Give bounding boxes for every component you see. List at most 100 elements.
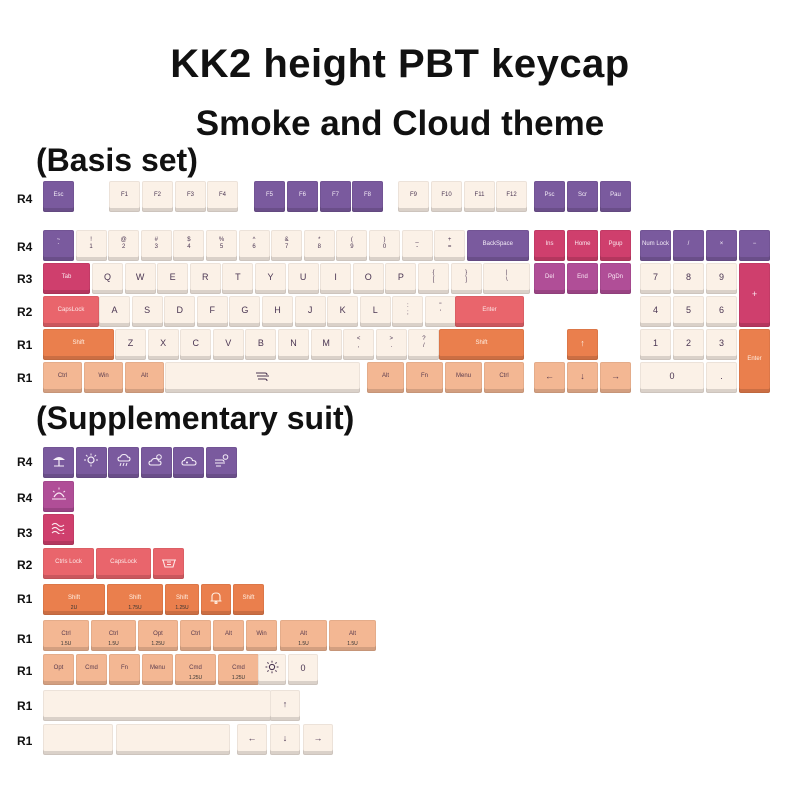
key-num-6[interactable]: ^6 (238, 230, 270, 261)
key-home-8[interactable]: K (327, 296, 359, 327)
key-mod-win-5[interactable]: Win (246, 620, 277, 651)
key-bottom-4[interactable]: V (212, 329, 244, 360)
key-mac-fn-2[interactable]: Fn (109, 654, 140, 685)
key-sup-arrow-left[interactable]: ← (237, 724, 267, 755)
key-ins[interactable]: Ins (534, 230, 565, 261)
key-right-alt[interactable]: Alt (367, 362, 404, 393)
key-left-alt[interactable]: Alt (125, 362, 164, 393)
key-np-plus[interactable]: + (739, 263, 770, 327)
key-num-10[interactable]: )0 (369, 230, 400, 261)
key-np-2[interactable]: 2 (673, 329, 704, 360)
key-fn[interactable]: Fn (406, 362, 443, 393)
key-top-12[interactable]: }] (450, 263, 482, 294)
key-num-3[interactable]: #3 (140, 230, 172, 261)
key-top-7[interactable]: U (287, 263, 319, 294)
key-np-6[interactable]: 6 (706, 296, 737, 327)
key-num-4[interactable]: $4 (173, 230, 205, 261)
key-np-divide[interactable]: / (673, 230, 704, 261)
key-bottom-10[interactable]: ?/ (408, 329, 440, 360)
key-shift-1u[interactable]: Shift (233, 584, 264, 615)
key-home-6[interactable]: H (262, 296, 293, 327)
key-num-5[interactable]: %5 (206, 230, 237, 261)
key-top-8[interactable]: I (320, 263, 352, 294)
key-basket[interactable] (153, 548, 184, 579)
key-np-5[interactable]: 5 (673, 296, 704, 327)
key-capslock-alt[interactable]: CapsLock (96, 548, 151, 579)
key-left-shift[interactable]: Shift (43, 329, 114, 360)
key-enter[interactable]: Enter (455, 296, 524, 327)
key-bell[interactable] (201, 584, 231, 615)
key-f11[interactable]: F11 (464, 181, 495, 212)
key-f12[interactable]: F12 (496, 181, 527, 212)
key-home-5[interactable]: G (229, 296, 261, 327)
key-esc[interactable]: Esc (43, 181, 74, 212)
key-menu[interactable]: Menu (445, 362, 482, 393)
key-home-4[interactable]: F (196, 296, 228, 327)
key-top-6[interactable]: Y (255, 263, 286, 294)
key-sup-arrow-up[interactable]: ↑ (270, 690, 300, 721)
key-top-10[interactable]: P (385, 263, 417, 294)
key-spacebar-long[interactable] (43, 690, 271, 721)
key-home-3[interactable]: D (164, 296, 196, 327)
key-top-2[interactable]: W (124, 263, 156, 294)
key-f2[interactable]: F2 (142, 181, 173, 212)
key-sun[interactable] (75, 447, 107, 478)
key-mac-menu-3[interactable]: Menu (142, 654, 173, 685)
key-right-ctrl[interactable]: Ctrl (484, 362, 524, 393)
key-top-4[interactable]: R (189, 263, 221, 294)
key-mod-alt-4[interactable]: Alt (213, 620, 244, 651)
key-top-11[interactable]: {[ (418, 263, 449, 294)
key-f10[interactable]: F10 (431, 181, 462, 212)
key-sunrise[interactable] (43, 481, 74, 512)
key-capslock[interactable]: CapsLock (43, 296, 99, 327)
key-f1[interactable]: F1 (109, 181, 140, 212)
key-bottom-2[interactable]: X (147, 329, 179, 360)
key-sun-burst[interactable] (258, 654, 286, 685)
key-backspace[interactable]: BackSpace (466, 230, 529, 261)
key-num-12[interactable]: += (434, 230, 466, 261)
key-bottom-3[interactable]: C (180, 329, 212, 360)
key-tilde[interactable]: ~` (43, 230, 74, 261)
key-arrow-right[interactable]: → (600, 362, 631, 393)
key-home-2[interactable]: S (131, 296, 163, 327)
key-del[interactable]: Del (534, 263, 565, 294)
key-num-11[interactable]: _- (401, 230, 433, 261)
key-num-lock[interactable]: Num Lock (640, 230, 671, 261)
key-num-9[interactable]: (9 (336, 230, 368, 261)
key-f4[interactable]: F4 (207, 181, 238, 212)
key-bottom-9[interactable]: >. (375, 329, 407, 360)
key-arrow-down[interactable]: ↓ (567, 362, 598, 393)
key-bottom-1[interactable]: Z (115, 329, 146, 360)
key-pgup[interactable]: Pgup (600, 230, 631, 261)
key-mod-ctrl-3[interactable]: Ctrl (180, 620, 211, 651)
key-bottom-5[interactable]: B (245, 329, 277, 360)
key-home-10[interactable]: :; (392, 296, 424, 327)
key-f5[interactable]: F5 (254, 181, 285, 212)
key-end[interactable]: End (567, 263, 598, 294)
key-home-1[interactable]: A (99, 296, 130, 327)
key-arrow-left[interactable]: ← (534, 362, 565, 393)
key-mac-cmd-1[interactable]: Cmd (76, 654, 107, 685)
key-scr[interactable]: Scr (567, 181, 598, 212)
key-top-5[interactable]: T (222, 263, 254, 294)
key-np-dot[interactable]: . (706, 362, 737, 393)
key-top-1[interactable]: Q (92, 263, 123, 294)
key-mac-opt-0[interactable]: Opt (43, 654, 74, 685)
key-left-ctrl[interactable]: Ctrl (43, 362, 82, 393)
key-np-7[interactable]: 7 (640, 263, 671, 294)
key-tab[interactable]: Tab (43, 263, 90, 294)
key-clouds[interactable] (173, 447, 205, 478)
key-arrow-up[interactable]: ↑ (567, 329, 598, 360)
key-np-0[interactable]: 0 (640, 362, 704, 393)
key-num-2[interactable]: @2 (108, 230, 140, 261)
key-f7[interactable]: F7 (320, 181, 351, 212)
